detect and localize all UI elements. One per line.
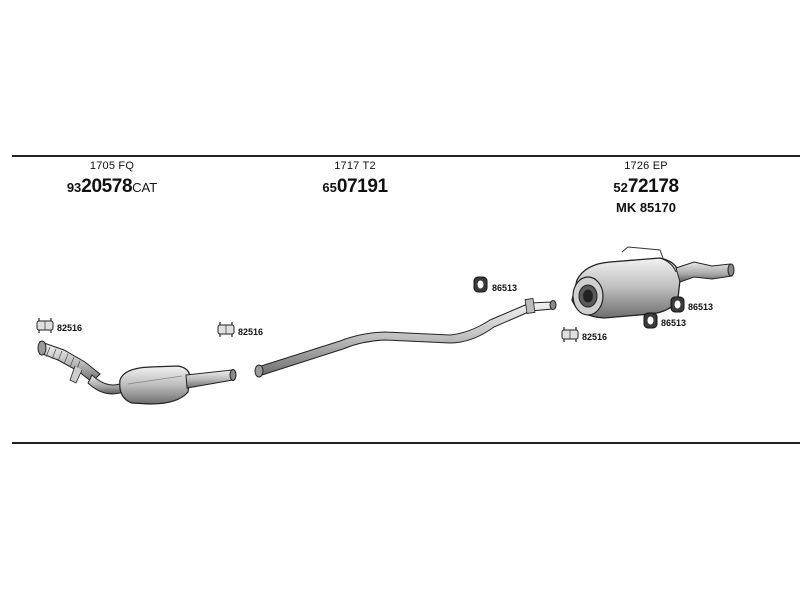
middle-pipe-section-label: 1717 T2 6507191 <box>315 160 395 197</box>
clamp-icon <box>561 327 579 342</box>
catalyst-part-prefix: 93 <box>66 180 82 195</box>
middle-pipe-part-main: 07191 <box>336 176 388 197</box>
middle-pipe-ref: 1717 T2 <box>334 160 376 172</box>
hanger-callout-rear-upper[interactable]: 86513 <box>688 302 714 312</box>
rear-silencer-ref: 1726 EP <box>624 160 668 172</box>
rear-silencer-part-number[interactable]: 5272178 <box>596 177 696 196</box>
mounting-kit-number[interactable]: MK 85170 <box>616 200 676 215</box>
clamp-callout-middle[interactable]: 82516 <box>238 327 264 337</box>
clamp-icon <box>36 318 54 333</box>
clamp-callout-front[interactable]: 82516 <box>57 323 83 333</box>
clamp-icon <box>217 322 235 337</box>
rubber-hanger-icon <box>670 296 685 313</box>
middle-pipe-part-prefix: 65 <box>322 180 337 195</box>
rubber-hanger-icon <box>473 276 488 293</box>
rear-silencer-part-prefix: 52 <box>613 180 628 195</box>
catalyst-part-suffix: CAT <box>132 180 158 195</box>
catalyst-front-pipe[interactable] <box>37 340 237 405</box>
top-divider <box>12 155 800 157</box>
hanger-callout-rear-lower[interactable]: 86513 <box>661 318 687 328</box>
middle-pipe-part-number[interactable]: 6507191 <box>315 177 395 196</box>
catalyst-part-main: 20578 <box>81 176 133 197</box>
rubber-hanger-icon <box>643 312 658 329</box>
catalyst-ref: 1705 FQ <box>89 160 135 172</box>
hanger-callout-middle[interactable]: 86513 <box>492 283 518 293</box>
catalyst-part-number[interactable]: 9320578CAT <box>62 177 162 196</box>
bottom-divider <box>12 442 800 444</box>
clamp-callout-rear[interactable]: 82516 <box>582 332 608 342</box>
rear-silencer-part-main: 72178 <box>627 176 679 197</box>
catalyst-section-label: 1705 FQ 9320578CAT <box>62 160 162 197</box>
middle-pipe[interactable] <box>254 298 557 378</box>
rear-silencer-section-label: 1726 EP 5272178 MK 85170 <box>596 160 696 215</box>
